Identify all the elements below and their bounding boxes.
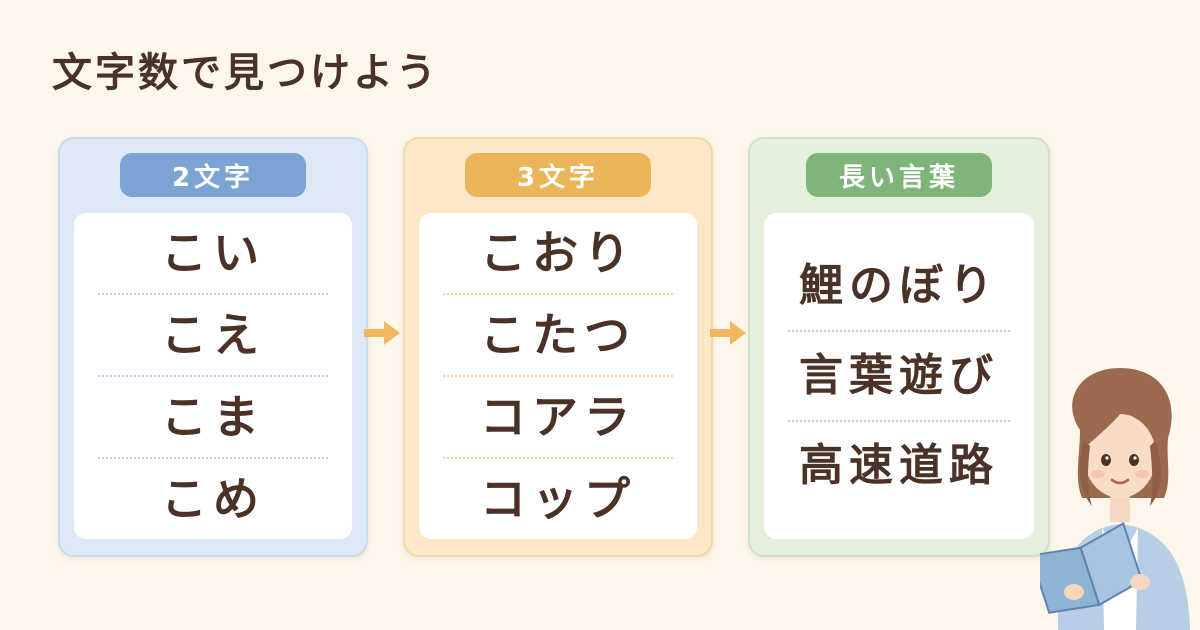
list-item: 言葉遊び (799, 350, 999, 401)
divider (98, 375, 328, 377)
card-three-chars: 3文字 こおり こたつ コアラ コップ (403, 137, 713, 557)
woman-reading-illustration (1040, 368, 1190, 630)
divider (443, 457, 673, 459)
list-item: コップ (480, 472, 636, 526)
list-item: こえ (161, 308, 265, 362)
card-long-words: 長い言葉 鯉のぼり 言葉遊び 高速道路 (748, 137, 1050, 557)
divider (98, 457, 328, 459)
list-item: コアラ (480, 390, 636, 444)
arrow-right-icon (710, 321, 746, 345)
divider (443, 293, 673, 295)
list-item: こたつ (480, 308, 636, 362)
page-title: 文字数で見つけよう (52, 50, 439, 96)
list-item: こおり (480, 226, 636, 280)
divider (443, 375, 673, 377)
list-item: こめ (161, 472, 265, 526)
word-list-three-chars: こおり こたつ コアラ コップ (419, 213, 697, 539)
divider (98, 293, 328, 295)
word-list-long-words: 鯉のぼり 言葉遊び 高速道路 (764, 213, 1034, 539)
label-two-chars: 2文字 (120, 153, 306, 197)
list-item: 鯉のぼり (799, 260, 999, 311)
divider (788, 330, 1010, 332)
word-list-two-chars: こい こえ こま こめ (74, 213, 352, 539)
label-three-chars: 3文字 (465, 153, 651, 197)
divider (788, 420, 1010, 422)
arrow-right-icon (364, 321, 400, 345)
list-item: こい (161, 226, 265, 280)
list-item: こま (161, 390, 265, 444)
label-long-words: 長い言葉 (806, 153, 992, 197)
card-two-chars: 2文字 こい こえ こま こめ (58, 137, 368, 557)
list-item: 高速道路 (799, 440, 999, 491)
